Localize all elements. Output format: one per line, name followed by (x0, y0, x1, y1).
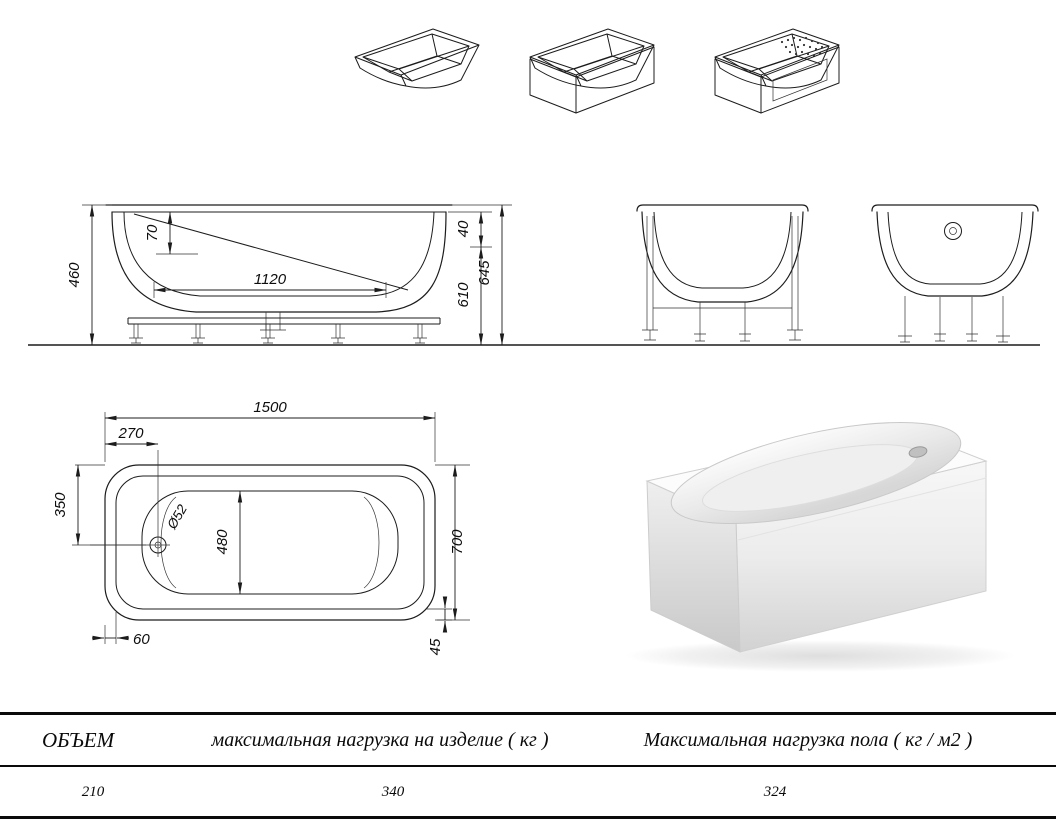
spec-table-header-row: ОБЪЕМ максимальная нагрузка на изделие (… (0, 715, 1056, 767)
spec-table-value-row: 210 340 324 (0, 767, 1056, 817)
plan-dimensions: 1500 270 350 Ø52 480 700 60 (52, 399, 470, 655)
value-max-load-product: 340 (381, 783, 405, 800)
dim-length: 1500 (253, 399, 287, 416)
dim-rim-gap: 40 (455, 220, 472, 237)
overflow-hole (944, 222, 962, 240)
dim-underside-height: 610 (455, 282, 472, 308)
bathtub-3d-render (625, 421, 1015, 672)
spec-table: ОБЪЕМ максимальная нагрузка на изделие (… (0, 712, 1056, 819)
dim-corner-offset: 45 (427, 638, 444, 655)
end-view-overflow (871, 204, 1039, 343)
dim-bottom-width: 480 (214, 529, 231, 555)
value-max-load-floor: 324 (763, 783, 787, 800)
dim-overall-height: 460 (66, 262, 83, 288)
dim-edge-offset: 60 (133, 631, 150, 648)
iso-view-with-apron (529, 28, 655, 114)
header-volume: ОБЪЕМ (42, 727, 115, 752)
iso-view-with-frame (714, 28, 840, 114)
hydro-jet-dots (780, 36, 824, 58)
side-dimensions: 460 70 1120 40 610 645 (66, 204, 512, 346)
dim-rim-depth: 70 (144, 224, 161, 241)
render-overflow (908, 446, 928, 458)
dim-total-height: 645 (476, 260, 493, 286)
frame-opening (772, 58, 828, 102)
end-view-frame (636, 204, 809, 342)
side-support-frame (127, 317, 441, 344)
side-elevation-view: 460 70 1120 40 610 645 (66, 204, 512, 346)
render-shadow (625, 640, 1015, 672)
iso-view-shell (354, 28, 480, 89)
dim-drain-diameter: Ø52 (164, 502, 190, 533)
value-volume: 210 (81, 783, 105, 800)
header-max-load-product: максимальная нагрузка на изделие ( кг ) (211, 728, 549, 751)
drain (146, 533, 170, 557)
apron-side-panel (575, 46, 655, 114)
dim-drain-from-side: 350 (52, 492, 69, 518)
plan-view: 1500 270 350 Ø52 480 700 60 (52, 399, 470, 655)
side-tub-outline (105, 204, 453, 331)
plan-outer-rim (104, 464, 436, 621)
plan-inner-rim (115, 475, 425, 610)
dim-width: 700 (449, 529, 466, 555)
plan-bottom-outline (141, 490, 399, 595)
end-frame-legs (642, 216, 803, 342)
header-max-load-floor: Максимальная нагрузка пола ( кг / м2 ) (643, 728, 973, 751)
technical-drawing-canvas: 460 70 1120 40 610 645 (28, 28, 1040, 672)
dim-bottom-length: 1120 (254, 271, 287, 288)
frame-side-panel (760, 46, 840, 114)
end-overflow-legs (898, 296, 1010, 343)
dim-drain-from-end: 270 (117, 425, 144, 442)
